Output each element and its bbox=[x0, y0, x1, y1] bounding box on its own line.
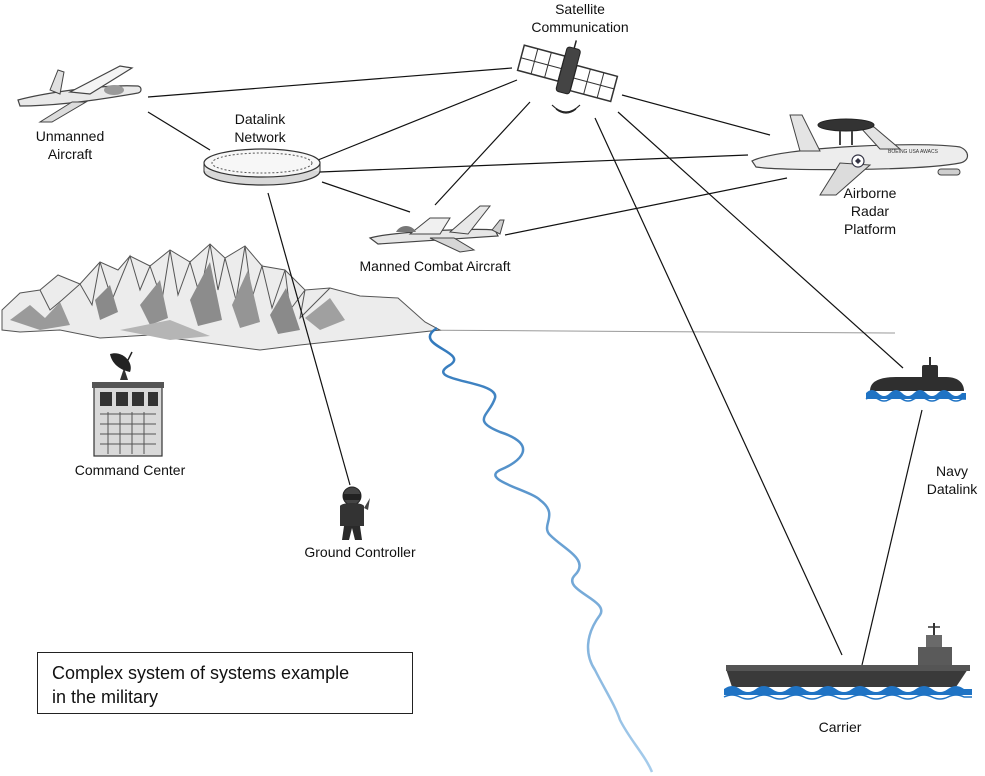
satellite-icon[interactable] bbox=[515, 28, 624, 114]
command-center-label-line1: Command Center bbox=[74, 462, 186, 478]
ground-controller-label: Ground Controller bbox=[280, 543, 440, 561]
manned-combat-aircraft-label: Manned Combat Aircraft bbox=[335, 257, 535, 275]
unmanned-aircraft-label: Unmanned Aircraft bbox=[30, 127, 110, 163]
airborne-radar-label: Airborne Radar Platform bbox=[830, 184, 910, 238]
link-uav-datalink bbox=[147, 111, 211, 151]
link-datalink-manned bbox=[321, 181, 411, 213]
horizon-line bbox=[394, 329, 896, 334]
link-datalink-radar bbox=[319, 154, 749, 173]
link-manned-radar bbox=[504, 177, 788, 236]
satellite-label: Satellite Communication bbox=[515, 0, 645, 36]
satellite-label-line2: Communication bbox=[531, 19, 629, 35]
airborne-radar-label-line2: Radar bbox=[850, 203, 890, 219]
satellite-label-line1: Satellite bbox=[555, 1, 605, 17]
caption-line2: in the military bbox=[52, 687, 159, 707]
link-satellite-carrier bbox=[594, 117, 843, 656]
aircraft-tail-text: BOEING USA AWACS bbox=[888, 149, 939, 155]
datalink-network-icon[interactable] bbox=[203, 148, 321, 186]
carrier-label: Carrier bbox=[800, 718, 880, 736]
navy-datalink-label-line2: Datalink bbox=[926, 481, 978, 497]
ground-controller-label-line1: Ground Controller bbox=[304, 544, 416, 560]
navy-datalink-label-line1: Navy bbox=[936, 463, 968, 479]
datalink-network-label: Datalink Network bbox=[215, 110, 305, 146]
link-datalink-satellite bbox=[317, 79, 518, 161]
connection-lines bbox=[147, 67, 923, 666]
airborne-radar-platform-icon[interactable]: BOEING USA AWACS bbox=[751, 114, 969, 196]
navy-submarine-icon[interactable] bbox=[865, 357, 966, 402]
airborne-radar-label-line3: Platform bbox=[843, 221, 897, 237]
ground-controller-icon[interactable] bbox=[340, 486, 370, 540]
link-satellite-navy bbox=[617, 111, 904, 369]
carrier-label-line1: Carrier bbox=[818, 719, 862, 735]
link-navy-carrier bbox=[861, 409, 923, 666]
datalink-network-label-line2: Network bbox=[234, 129, 286, 145]
unmanned-aircraft-label-line2: Aircraft bbox=[47, 146, 93, 162]
aircraft-carrier-icon[interactable] bbox=[723, 623, 972, 700]
command-center-label: Command Center bbox=[55, 461, 205, 479]
mountain-range bbox=[1, 243, 442, 351]
link-satellite-manned bbox=[434, 101, 531, 206]
link-datalink-ground bbox=[267, 192, 351, 486]
caption-box: Complex system of systems example in the… bbox=[37, 652, 413, 714]
datalink-network-label-line1: Datalink bbox=[234, 111, 286, 127]
caption-line1: Complex system of systems example bbox=[52, 663, 350, 683]
river bbox=[428, 326, 654, 773]
link-uav-satellite bbox=[147, 67, 513, 98]
manned-combat-aircraft-label-line1: Manned Combat Aircraft bbox=[359, 258, 511, 274]
unmanned-aircraft-label-line1: Unmanned bbox=[35, 128, 105, 144]
command-center-icon[interactable] bbox=[92, 351, 164, 457]
manned-combat-aircraft-icon[interactable] bbox=[368, 205, 505, 253]
airborne-radar-label-line1: Airborne bbox=[843, 185, 897, 201]
link-satellite-radar bbox=[621, 94, 771, 136]
unmanned-aircraft-icon[interactable] bbox=[17, 65, 142, 123]
navy-datalink-label: Navy Datalink bbox=[920, 462, 984, 498]
